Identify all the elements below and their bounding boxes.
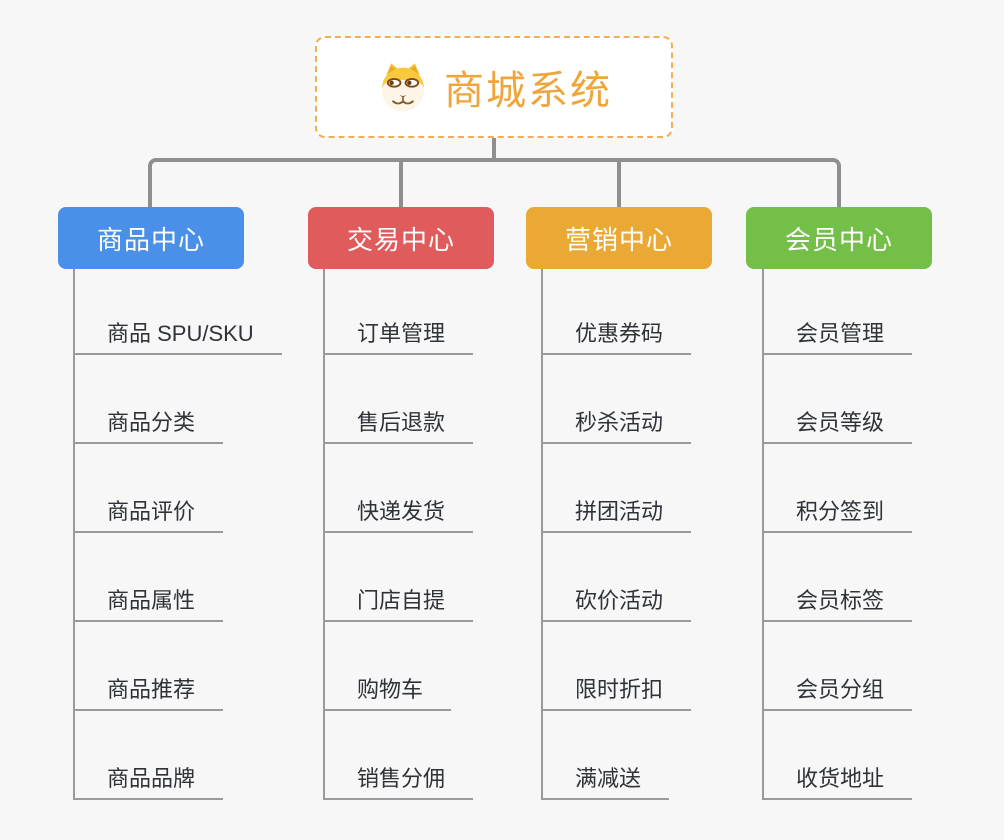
connector-bus-middle (399, 158, 621, 162)
subtopic-node[interactable]: 订单管理 (325, 321, 474, 355)
connector-elbow-left (148, 158, 401, 207)
subtopic-node[interactable]: 秒杀活动 (543, 410, 692, 444)
branch-node-marketing-center[interactable]: 营销中心 (526, 207, 712, 269)
connector-root-drop (492, 138, 496, 162)
subtopic-node[interactable]: 满减送 (543, 766, 670, 800)
subtopic-node[interactable]: 商品评价 (75, 499, 224, 533)
root-topic-node[interactable]: 商城系统 (315, 36, 673, 138)
branch-column-marketing: 优惠券码 秒杀活动 拼团活动 砍价活动 限时折扣 满减送 (541, 269, 788, 800)
subtopic-node[interactable]: 销售分佣 (325, 766, 474, 800)
subtopic-node[interactable]: 拼团活动 (543, 499, 692, 533)
subtopic-node[interactable]: 售后退款 (325, 410, 474, 444)
subtopic-node[interactable]: 会员分组 (764, 677, 913, 711)
branch-column-trade: 订单管理 售后退款 快递发货 门店自提 购物车 销售分佣 (323, 269, 570, 800)
subtopic-node[interactable]: 商品 SPU/SKU (75, 321, 282, 355)
root-topic-label: 商城系统 (444, 69, 612, 113)
branch-column-product: 商品 SPU/SKU 商品分类 商品评价 商品属性 商品推荐 商品品牌 (73, 269, 320, 800)
branch-label: 交易中心 (346, 224, 455, 255)
subtopic-node[interactable]: 门店自提 (325, 588, 474, 622)
subtopic-node[interactable]: 优惠券码 (543, 321, 692, 355)
branch-column-member: 会员管理 会员等级 积分签到 会员标签 会员分组 收货地址 (762, 269, 1004, 800)
branch-label: 商品中心 (96, 224, 205, 255)
subtopic-node[interactable]: 商品属性 (75, 588, 224, 622)
subtopic-node[interactable]: 积分签到 (764, 499, 913, 533)
branch-label: 营销中心 (564, 224, 673, 255)
connector-drop-branch-2 (399, 158, 403, 207)
subtopic-node[interactable]: 快递发货 (325, 499, 474, 533)
connector-drop-branch-3 (617, 158, 621, 207)
subtopic-node[interactable]: 会员标签 (764, 588, 913, 622)
subtopic-node[interactable]: 商品品牌 (75, 766, 224, 800)
subtopic-node[interactable]: 商品分类 (75, 410, 224, 444)
branch-label: 会员中心 (784, 224, 893, 255)
dog-face-icon (381, 63, 425, 112)
subtopic-node[interactable]: 会员等级 (764, 410, 913, 444)
branch-node-product-center[interactable]: 商品中心 (58, 207, 244, 269)
subtopic-node[interactable]: 商品推荐 (75, 677, 224, 711)
connector-elbow-right (619, 158, 841, 207)
branch-node-member-center[interactable]: 会员中心 (746, 207, 932, 269)
subtopic-node[interactable]: 限时折扣 (543, 677, 692, 711)
subtopic-node[interactable]: 砍价活动 (543, 588, 692, 622)
subtopic-node[interactable]: 会员管理 (764, 321, 913, 355)
subtopic-node[interactable]: 购物车 (325, 677, 452, 711)
subtopic-node[interactable]: 收货地址 (764, 766, 913, 800)
branch-node-trade-center[interactable]: 交易中心 (308, 207, 494, 269)
